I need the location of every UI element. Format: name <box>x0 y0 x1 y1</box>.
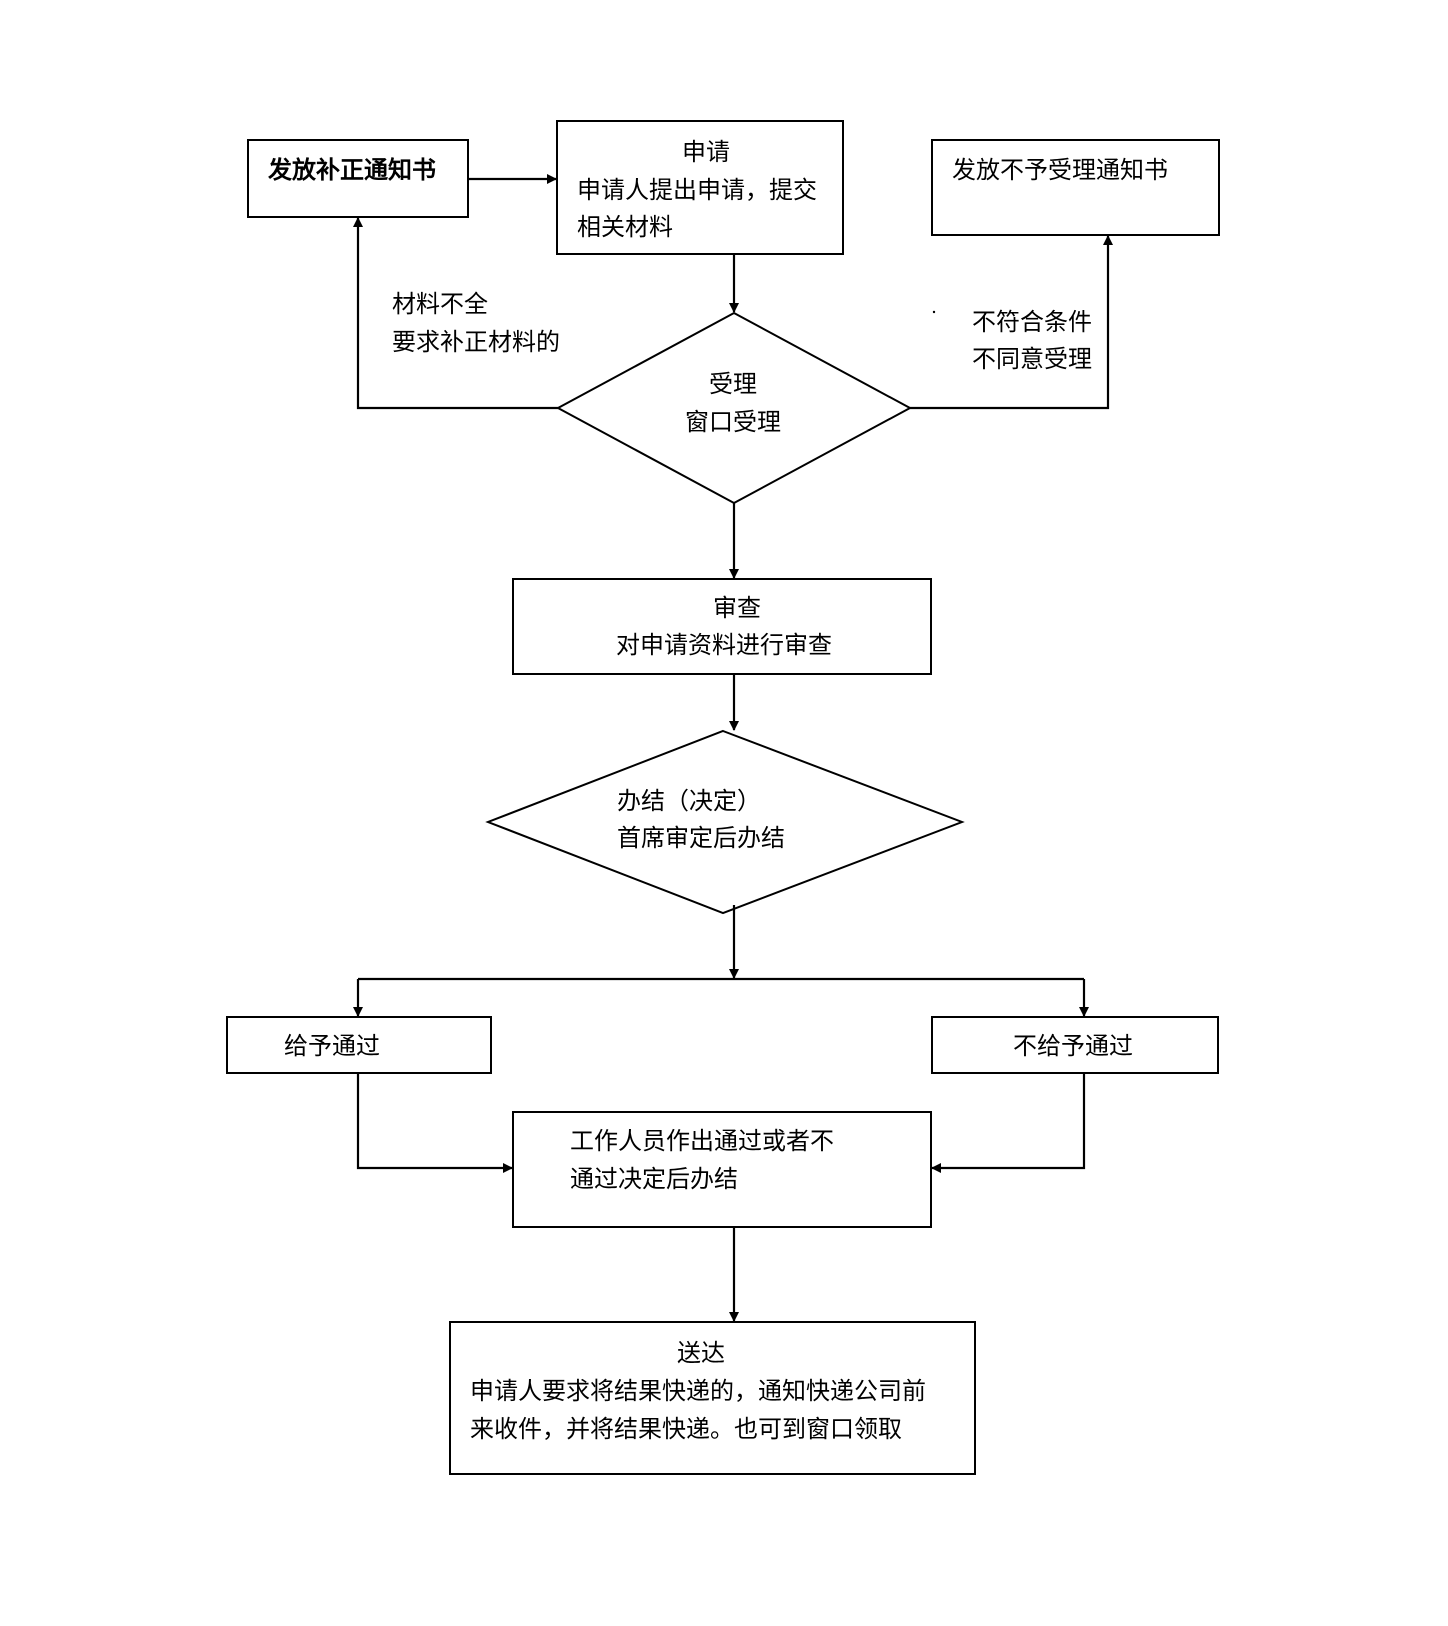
edge-accept-to-supplement <box>353 217 558 410</box>
supplement-notice-box <box>247 139 469 218</box>
deny-box <box>931 1016 1219 1074</box>
apply-box <box>556 120 844 255</box>
node-deliver: 送达 申请人要求将结果快递的，通知快递公司前 来收件，并将结果快递。也可到窗口领… <box>449 1321 976 1475</box>
incomplete-label-line2: 要求补正材料的 <box>392 328 560 356</box>
deny-label: 不给予通过 <box>1013 1032 1133 1060</box>
node-supplement-notice: 发放补正通知书 <box>247 139 469 218</box>
deliver-desc-line2: 来收件，并将结果快递。也可到窗口领取 <box>470 1415 902 1443</box>
not-eligible-label-line2: 不同意受理 <box>972 345 1092 373</box>
approve-label: 给予通过 <box>284 1032 380 1060</box>
decide-diamond <box>485 729 965 915</box>
conclude-desc-line1: 工作人员作出通过或者不 <box>570 1127 834 1155</box>
edge-label-incomplete: 材料不全 要求补正材料的 <box>392 290 560 356</box>
node-apply: 申请 申请人提出申请，提交 相关材料 <box>556 120 844 255</box>
apply-title: 申请 <box>682 138 730 166</box>
node-decide: 办结（决定） 首席审定后办结 <box>485 729 965 915</box>
approve-box <box>226 1016 492 1074</box>
apply-desc-line2: 相关材料 <box>577 213 673 241</box>
supplement-notice-label: 发放补正通知书 <box>267 156 436 184</box>
apply-desc-line1: 申请人提出申请，提交 <box>577 176 817 204</box>
accept-title: 受理 <box>709 370 757 398</box>
edge-accept-to-reject <box>910 235 1113 410</box>
reject-notice-box <box>931 139 1220 236</box>
conclude-box <box>512 1111 932 1228</box>
review-desc: 对申请资料进行审查 <box>616 631 832 659</box>
deliver-box <box>449 1321 976 1475</box>
decide-title: 办结（决定） <box>617 787 761 815</box>
node-accept: 受理 窗口受理 <box>555 311 913 505</box>
node-review: 审查 对申请资料进行审查 <box>512 578 932 675</box>
conclude-desc-line2: 通过决定后办结 <box>570 1165 738 1193</box>
decide-desc: 首席审定后办结 <box>617 824 785 852</box>
reject-notice-label: 发放不予受理通知书 <box>952 156 1168 184</box>
stray-dot <box>932 310 936 314</box>
review-title: 审查 <box>713 594 761 622</box>
deliver-desc-line1: 申请人要求将结果快递的，通知快递公司前 <box>470 1377 926 1405</box>
edge-label-not-eligible: 不符合条件 不同意受理 <box>932 308 1092 373</box>
node-conclude: 工作人员作出通过或者不 通过决定后办结 <box>512 1111 932 1228</box>
not-eligible-label-line1: 不符合条件 <box>972 308 1092 336</box>
edge-deny-to-conclude <box>931 1073 1086 1173</box>
review-box <box>512 578 932 675</box>
node-deny: 不给予通过 <box>931 1016 1219 1074</box>
incomplete-label-line1: 材料不全 <box>392 290 488 318</box>
node-reject-notice: 发放不予受理通知书 <box>931 139 1220 236</box>
node-approve: 给予通过 <box>226 1016 492 1074</box>
edge-approve-to-conclude <box>356 1073 513 1173</box>
deliver-title: 送达 <box>677 1339 725 1367</box>
accept-desc: 窗口受理 <box>685 408 781 436</box>
